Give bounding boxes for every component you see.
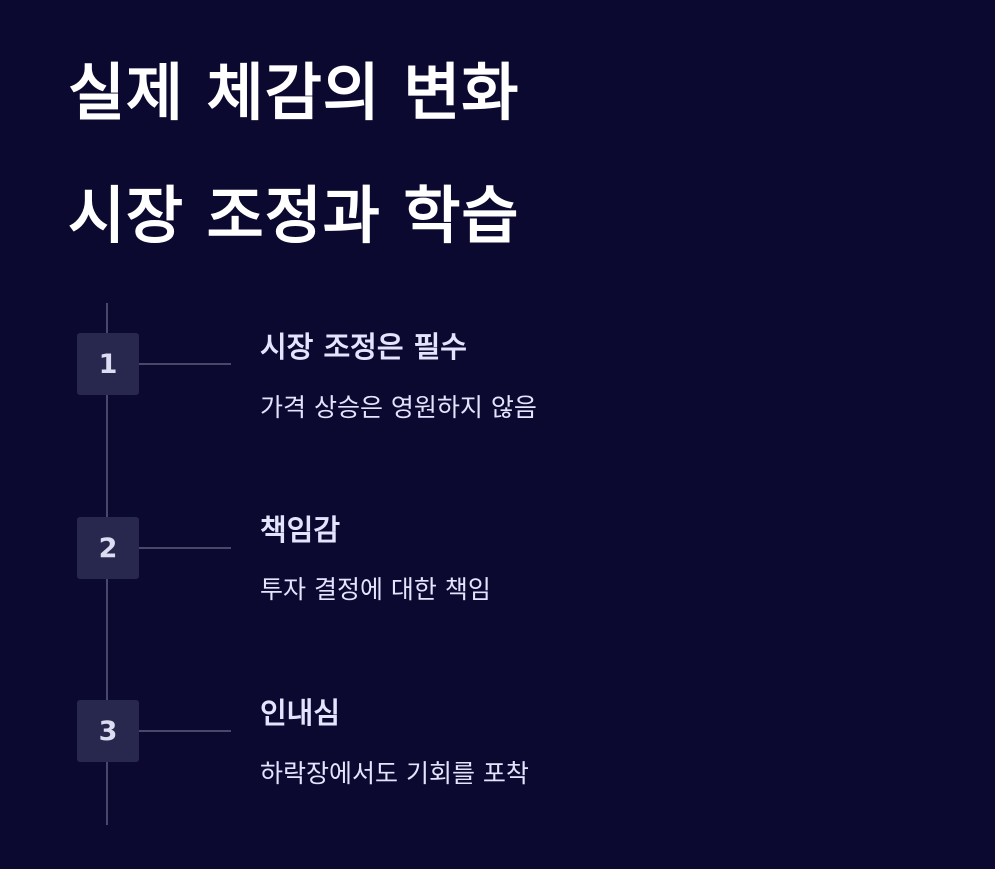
step-number-box: 1: [77, 333, 139, 395]
step-connector-line: [139, 547, 231, 549]
step-number-box: 3: [77, 700, 139, 762]
step-number: 1: [98, 348, 118, 380]
timeline-step-2: 2 책임감 투자 결정에 대한 책임: [0, 0, 995, 602]
step-heading: 인내심: [260, 696, 341, 730]
timeline-step-3: 3 인내심 하락장에서도 기회를 포착: [0, 0, 995, 786]
step-number: 3: [98, 715, 118, 747]
step-connector-line: [139, 363, 231, 365]
step-number-box: 2: [77, 517, 139, 579]
title-line-1: 실제 체감의 변화: [68, 56, 520, 129]
step-heading: 시장 조정은 필수: [260, 330, 467, 364]
timeline-step-1: 1 시장 조정은 필수 가격 상승은 영원하지 않음: [0, 0, 995, 420]
step-description: 투자 결정에 대한 책임: [260, 575, 491, 604]
step-connector-line: [139, 730, 231, 732]
step-description: 가격 상승은 영원하지 않음: [260, 393, 537, 422]
step-description: 하락장에서도 기회를 포착: [260, 759, 529, 788]
step-heading: 책임감: [260, 513, 341, 547]
step-number: 2: [98, 532, 118, 564]
title-line-2: 시장 조정과 학습: [68, 179, 520, 252]
